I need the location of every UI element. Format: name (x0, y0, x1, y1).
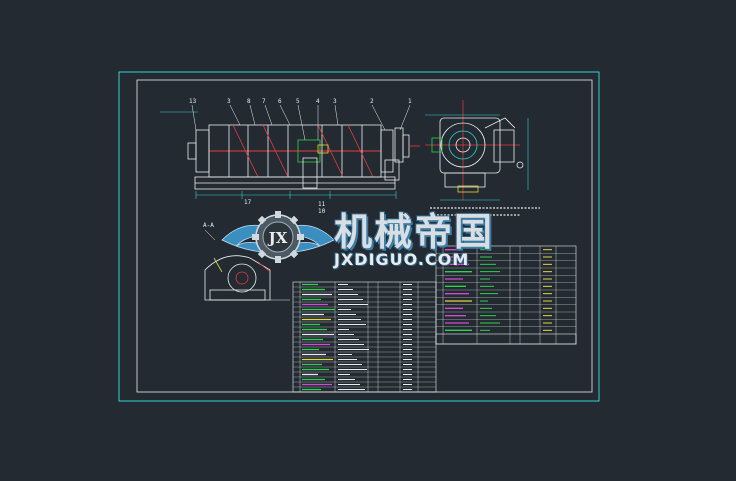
svg-text:7: 7 (262, 98, 266, 105)
svg-text:3: 3 (227, 98, 231, 105)
svg-text:11: 11 (318, 201, 326, 208)
svg-text:8: 8 (247, 98, 251, 105)
svg-text:6: 6 (278, 98, 282, 105)
callout-numbers-top: 13 3 8 7 6 5 4 3 2 1 (189, 98, 412, 105)
svg-text:2: 2 (370, 98, 374, 105)
svg-text:13: 13 (189, 98, 197, 105)
end-view-dimensions (425, 114, 529, 201)
svg-text:3: 3 (333, 98, 337, 105)
svg-text:JX: JX (267, 229, 288, 247)
svg-text:17: 17 (244, 199, 252, 206)
section-callouts (204, 229, 290, 301)
callout-numbers-bottom: 17 11 10 (244, 199, 326, 215)
main-elevation-view (187, 124, 420, 190)
section-view (204, 255, 271, 301)
svg-text:1: 1 (408, 98, 412, 105)
outer-frame (118, 71, 600, 402)
svg-text:4: 4 (316, 98, 320, 105)
parts-list-table (292, 281, 437, 393)
spec-table (435, 245, 577, 345)
watermark-brand-en: JXDIGUO.COM (334, 250, 470, 269)
main-view-dimensions (160, 111, 397, 199)
callout-leaders (191, 104, 411, 141)
section-label: A-A (203, 222, 214, 229)
watermark-emblem: JX (221, 211, 335, 263)
svg-text:5: 5 (296, 98, 300, 105)
watermark-brand-cn: 机械帝国 (334, 210, 495, 254)
technical-notes (430, 207, 540, 216)
gear-icon: JX (252, 211, 304, 263)
end-view (425, 100, 524, 200)
svg-text:10: 10 (318, 208, 326, 215)
